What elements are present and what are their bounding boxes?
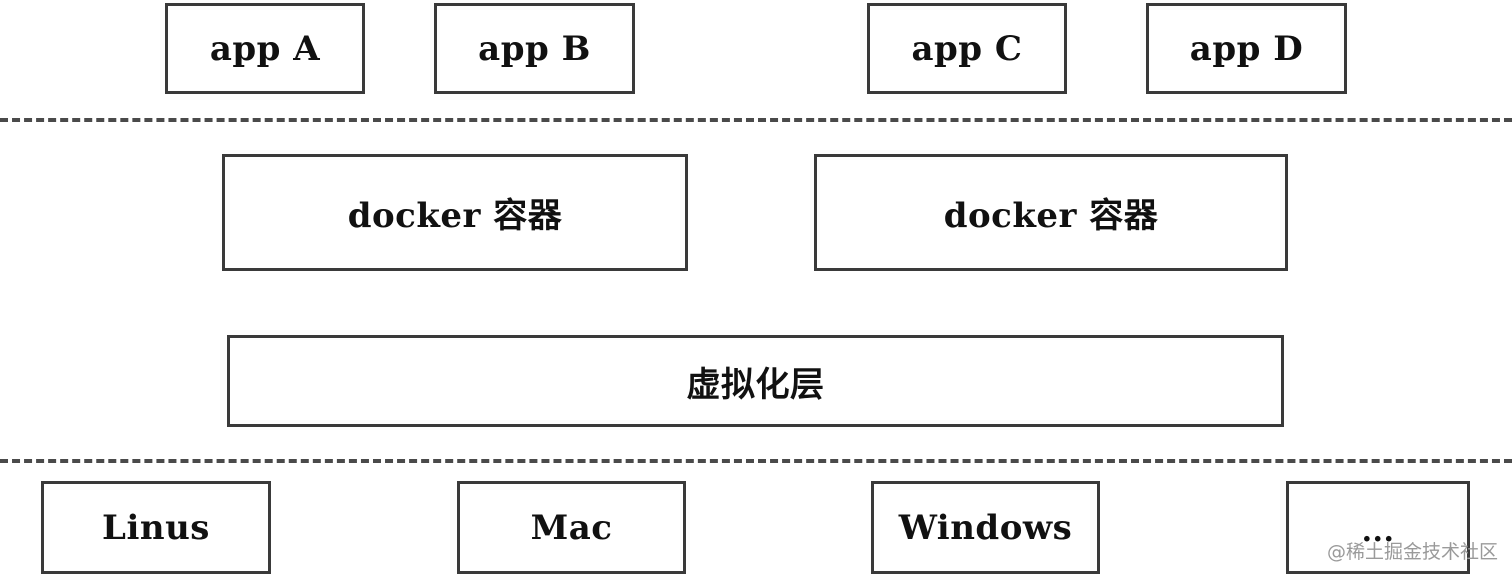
app-c-label: app C bbox=[911, 28, 1023, 69]
app-d-box: app D bbox=[1146, 3, 1347, 94]
docker-container-box-right: docker 容器 bbox=[814, 154, 1288, 271]
bottom-dashed-separator bbox=[0, 459, 1512, 463]
os-mac-label: Mac bbox=[530, 507, 613, 548]
app-a-box: app A bbox=[165, 3, 365, 94]
os-windows-box: Windows bbox=[871, 481, 1100, 574]
watermark: @稀土掘金技术社区 bbox=[1326, 541, 1498, 563]
os-linus-label: Linus bbox=[102, 507, 210, 548]
app-b-box: app B bbox=[434, 3, 635, 94]
os-ellipsis-label: ... bbox=[1361, 514, 1395, 549]
os-windows-label: Windows bbox=[898, 507, 1073, 548]
app-c-box: app C bbox=[867, 3, 1067, 94]
virtualization-layer-box: 虚拟化层 bbox=[227, 335, 1284, 427]
docker-container-box-left: docker 容器 bbox=[222, 154, 688, 271]
app-d-label: app D bbox=[1189, 28, 1304, 69]
os-mac-box: Mac bbox=[457, 481, 686, 574]
docker-container-label-left: docker 容器 bbox=[347, 196, 563, 236]
app-b-label: app B bbox=[478, 28, 591, 69]
top-dashed-separator bbox=[0, 118, 1512, 122]
os-linus-box: Linus bbox=[41, 481, 271, 574]
os-ellipsis-box: ... bbox=[1286, 481, 1470, 574]
docker-container-label-right: docker 容器 bbox=[943, 196, 1159, 236]
virtualization-layer-label: 虚拟化层 bbox=[686, 364, 825, 405]
app-a-label: app A bbox=[209, 28, 321, 69]
